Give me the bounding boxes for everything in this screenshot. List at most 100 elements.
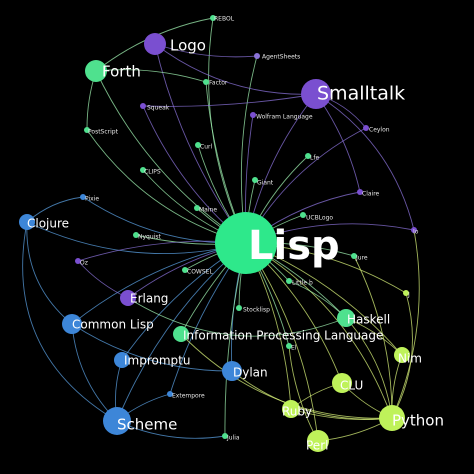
node-ipl-label: Information Processing Language [183,329,383,343]
node-clojure-label: Clojure [27,217,69,231]
node-clu-label: CLU [340,379,363,393]
node-forth: Forth [85,60,141,82]
node-extempore-label: Extempore [172,393,205,400]
node-mainsail-label: Maine [199,207,217,214]
node-agentsheets-label: AgentSheets [262,54,300,61]
node-nyquist-circle [133,232,139,238]
edge-el-perl [288,345,319,442]
edge-dyre-python [353,255,393,419]
edge-clojure-common-lisp [26,221,73,325]
node-postscript-circle [84,127,90,133]
node-ceylon-circle [363,125,369,131]
node-claire-label: Claire [362,191,380,198]
node-squeak-circle [140,103,146,109]
node-rebol-circle [210,15,216,21]
edge-smalltalk-claire [315,93,361,193]
node-dyre-circle [351,253,357,259]
node-nim-label: Nim [398,352,422,366]
edge-erlang-haskell [127,297,347,337]
node-nyquist-label: Nyquist [138,234,161,241]
node-common-lisp: Common Lisp [62,314,154,334]
node-scheme-label: Scheme [117,416,177,434]
node-julia-circle [222,433,228,439]
node-oz: Oz [75,258,88,267]
node-perl-label: Perl [306,439,328,453]
node-smalltalk-label: Smalltalk [317,83,405,105]
node-ceylon: Ceylon [363,125,390,134]
node-forth-circle [85,60,107,82]
node-mainsail: Maine [194,205,217,214]
node-scheme-circle [103,407,131,435]
node-logo-circle [144,33,166,55]
node-julia: Julia [222,433,240,442]
node-dyre-label: Jure [355,255,368,262]
node-smalltalk: Smalltalk [301,79,405,109]
node-wolfram-label: Wolfram Language [256,114,313,121]
node-giant: Giant [252,177,274,187]
node-ucblogo-label: UCBLogo [306,215,333,222]
node-stocklisp-label: Stocklisp [243,307,270,314]
node-scheme: Scheme [103,407,177,435]
node-wolfram: Wolfram Language [250,112,313,121]
node-giant-circle [252,177,258,183]
edge-logo-agentsheets [154,43,258,58]
node-ruby-label: Ruby [282,405,312,419]
node-hlisp: Little b [286,278,313,287]
node-oz-label: Oz [80,260,88,267]
node-clu: CLU [332,373,363,393]
node-squeak: Squeak [140,103,170,112]
node-python: Python [379,405,444,431]
node-ucblogo: UCBLogo [300,212,333,222]
node-dylan: Dylan [222,361,268,381]
node-python-label: Python [392,412,444,430]
node-curl-circle [195,142,201,148]
edge-hlisp-haskell [288,280,347,319]
node-dylan-label: Dylan [233,366,268,380]
node-agentsheets: AgentSheets [254,53,300,61]
node-dylan-circle [222,361,242,381]
node-erlang-circle [120,290,136,306]
node-el-circle [286,343,292,349]
node-cowsel-label: COWSEL [187,269,213,276]
node-j-label: J [407,292,410,299]
node-pixie-circle [80,194,86,200]
node-forth-label: Forth [102,63,141,81]
node-cowsel-circle [182,267,188,273]
node-claire: Claire [357,189,380,198]
node-clojure: Clojure [19,214,69,231]
node-oz-circle [75,258,81,264]
node-clojure-circle [19,214,35,230]
node-haskell-circle [337,309,355,327]
node-curl-label: Curl [200,144,212,151]
edge-common-lisp-dylan [71,323,233,372]
node-nim: Nim [394,347,422,366]
node-extempore: Extempore [167,391,205,400]
node-erlang: Erlang [120,290,168,306]
node-ucblogo-circle [300,212,306,218]
node-clips: CLIPS [140,167,161,176]
node-j-circle [403,290,409,296]
node-el-label: El [291,345,297,352]
node-hlisp-circle [286,278,292,284]
node-impromptu-label: Impromptu [124,354,190,368]
edge-oz-erlang [77,260,129,299]
node-lisp: Lisp [215,212,340,274]
node-impromptu: Impromptu [114,352,190,368]
node-ceylon-label: Ceylon [369,127,390,134]
node-mainsail-circle [194,205,200,211]
node-impromptu-circle [114,352,130,368]
node-hlisp-label: Little b [292,280,313,287]
node-stocklisp-circle [236,305,242,311]
node-extempore-circle [167,391,173,397]
node-pixie: Pixie [80,194,99,203]
node-ruby-circle [282,400,300,418]
node-haskell-label: Haskell [347,313,390,327]
edge-ipl-python [180,333,393,419]
node-rebol-label: REBOL [214,16,235,23]
node-perl-circle [307,430,329,452]
node-lisp-label: Lisp [248,223,340,269]
node-python-circle [379,405,405,431]
node-rebol: REBOL [210,15,235,23]
node-common-lisp-circle [62,314,82,334]
node-claire-circle [357,189,363,195]
